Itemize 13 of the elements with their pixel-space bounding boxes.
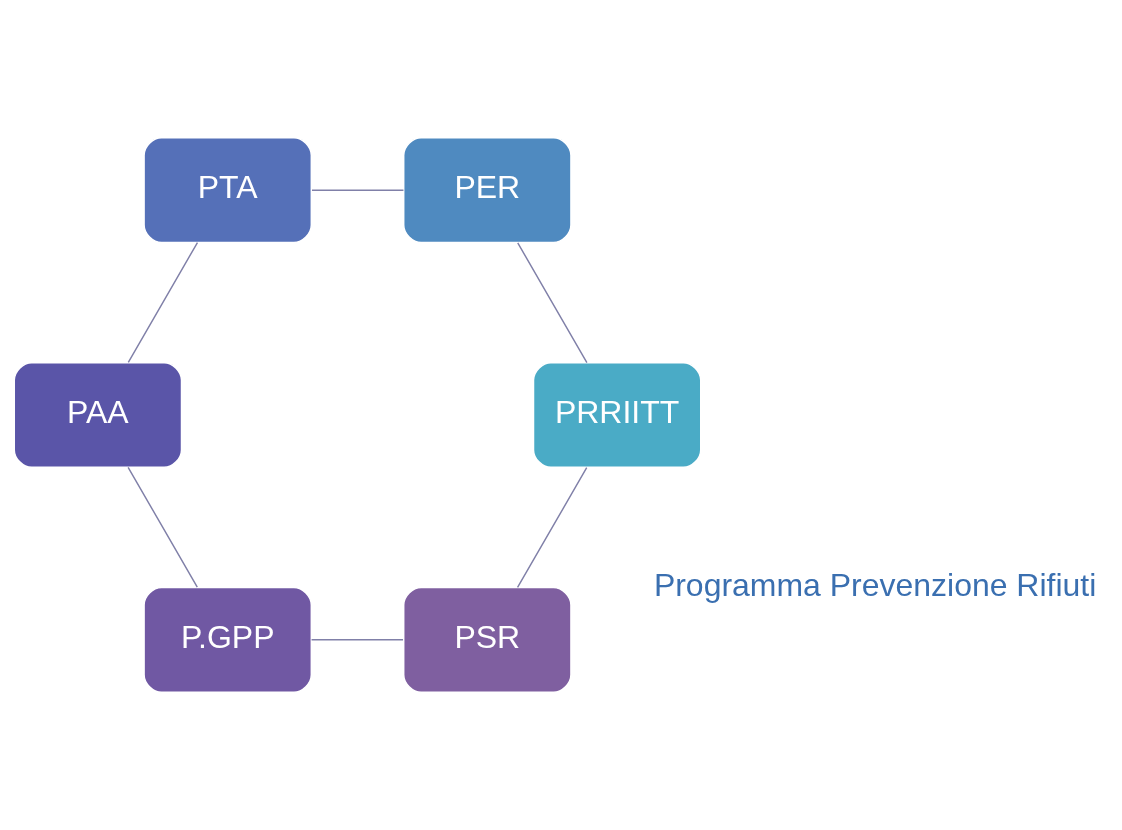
- label: Programma Prevenzione Rifiuti: [653, 567, 1097, 604]
- connector: [127, 466, 198, 588]
- node-box: P.GPP: [143, 586, 313, 693]
- node-box: PRRIITT: [532, 361, 702, 469]
- connector: [516, 467, 588, 589]
- connector: [517, 242, 588, 364]
- node-box: PAA: [13, 361, 183, 469]
- node-box: PSR: [403, 586, 572, 693]
- node-box: PER: [403, 137, 572, 244]
- connector: [311, 189, 405, 191]
- connector: [127, 241, 199, 363]
- node-box: PTA: [143, 137, 313, 244]
- connector: [310, 639, 404, 641]
